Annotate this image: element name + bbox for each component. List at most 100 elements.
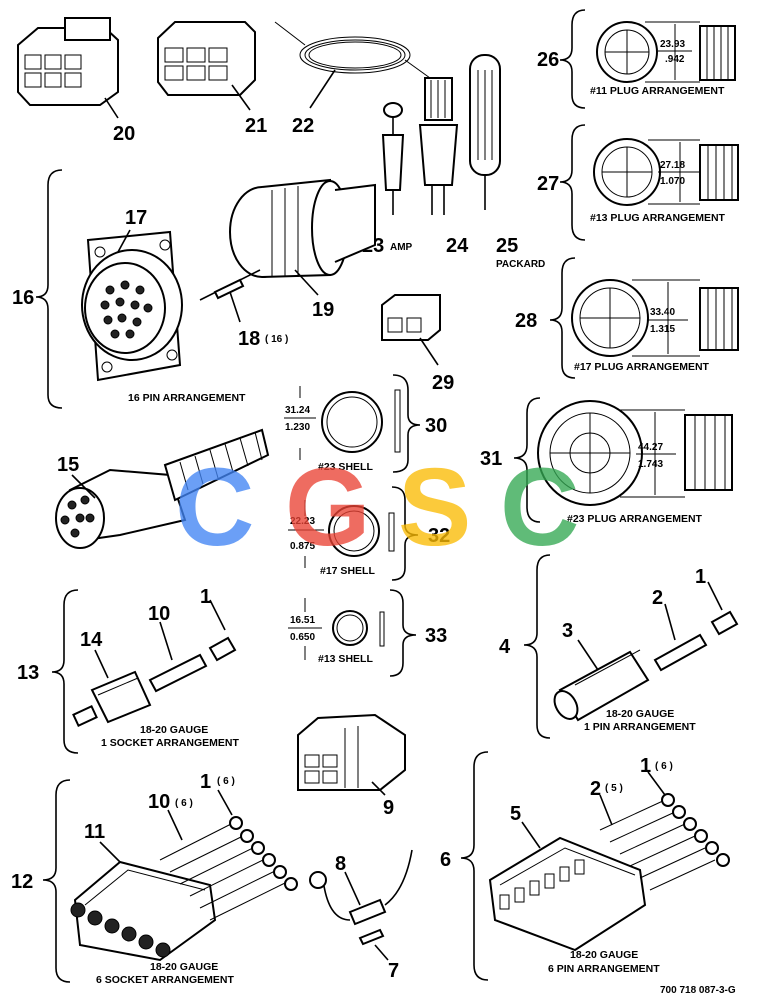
callout-2: 2 — [652, 587, 663, 609]
callout-28: 28 — [515, 310, 537, 332]
callout-19: 19 — [312, 299, 334, 321]
label-packard: PACKARD — [496, 259, 545, 270]
terminal-10 — [148, 621, 208, 693]
dim-26-mm: 23.93 — [660, 39, 685, 50]
label-4-gauge: 18-20 GAUGE — [606, 708, 674, 720]
dim-32-in: 0.875 — [290, 541, 315, 552]
callout-31: 31 — [480, 448, 502, 470]
plug-26 — [596, 21, 736, 83]
connector-21 — [157, 21, 256, 111]
qty-2b: ( 5 ) — [605, 783, 623, 794]
callout-7: 7 — [388, 960, 399, 982]
callout-21: 21 — [245, 115, 267, 137]
wire-coil-22 — [274, 21, 431, 109]
terminals-10b — [159, 809, 286, 921]
dim-27-mm: 27.18 — [660, 160, 685, 171]
label-6-gauge: 18-20 GAUGE — [570, 949, 638, 961]
qty-10b: ( 6 ) — [175, 798, 193, 809]
label-plug-17: #17 PLUG ARRANGEMENT — [574, 361, 710, 373]
callout-26: 26 — [537, 49, 559, 71]
label-shell-23: #23 SHELL — [318, 461, 373, 473]
label-12-gauge: 18-20 GAUGE — [150, 961, 218, 973]
pin-housing-3 — [553, 639, 650, 722]
tool-24 — [418, 77, 459, 215]
label-plug-11: #11 PLUG ARRANGEMENT — [590, 85, 725, 97]
shell-33 — [332, 610, 368, 646]
shell-33-side — [379, 611, 385, 647]
lead-8 — [309, 849, 413, 926]
label-4-arr: 1 PIN ARRANGEMENT — [584, 721, 696, 733]
socket-housing-11 — [70, 841, 217, 962]
callout-25: 25 — [496, 235, 518, 257]
callout-33: 33 — [425, 625, 447, 647]
bracket-12 — [42, 779, 71, 983]
dim-32-mm: 22.23 — [290, 516, 315, 527]
bracket-27 — [559, 124, 586, 241]
qty-1c: ( 6 ) — [217, 776, 235, 787]
plug-shell-19 — [229, 178, 376, 296]
bracket-30 — [392, 374, 421, 473]
dim-26-in: .942 — [665, 54, 685, 65]
bracket-26 — [559, 9, 586, 109]
label-shell-17: #17 SHELL — [320, 565, 375, 577]
watermark-letter-c2: C — [500, 446, 579, 569]
dim-31-mm: 44.27 — [638, 442, 663, 453]
connector-29 — [381, 294, 441, 366]
seal-1b — [707, 581, 739, 636]
dim-33-in: 0.650 — [290, 632, 315, 643]
plug-31 — [537, 400, 733, 506]
watermark-letter-s: S — [398, 446, 471, 569]
callout-32: 32 — [428, 525, 450, 547]
bracket-4 — [523, 554, 551, 739]
callout-3: 3 — [562, 620, 573, 642]
pins-2b — [599, 794, 716, 891]
dim-31-in: 1.743 — [638, 459, 663, 470]
callout-17: 17 — [125, 207, 147, 229]
plug-28 — [571, 279, 739, 357]
dim-30-in: 1.230 — [285, 422, 310, 433]
pin-7 — [358, 928, 389, 961]
callout-30: 30 — [425, 415, 447, 437]
bracket-6 — [460, 751, 489, 981]
label-6-arr: 6 PIN ARRANGEMENT — [548, 963, 660, 975]
watermark-letter-c1: C — [175, 446, 254, 569]
connector-20 — [17, 17, 119, 119]
callout-16: 16 — [12, 287, 34, 309]
callout-10: 10 — [148, 603, 170, 625]
callout-1b: 1 — [695, 566, 706, 588]
label-plug-23: #23 PLUG ARRANGEMENT — [567, 513, 703, 525]
receptacle-17 — [81, 229, 183, 382]
label-amp: AMP — [390, 242, 413, 253]
callout-10b: 10 — [148, 791, 170, 813]
callout-4: 4 — [499, 636, 511, 658]
callout-8: 8 — [335, 853, 346, 875]
callout-24: 24 — [446, 235, 469, 257]
label-16-pin: 16 PIN ARRANGEMENT — [128, 392, 246, 404]
dim-28-in: 1.315 — [650, 324, 675, 335]
pin-18 — [199, 269, 261, 323]
callout-13: 13 — [17, 662, 39, 684]
callout-22: 22 — [292, 115, 314, 137]
label-shell-13: #13 SHELL — [318, 653, 373, 665]
callout-6: 6 — [440, 849, 451, 871]
callout-15: 15 — [57, 454, 79, 476]
callout-11: 11 — [84, 821, 105, 843]
qty-1d: ( 6 ) — [655, 761, 673, 772]
seals-1d — [647, 771, 730, 867]
bracket-16 — [35, 169, 63, 409]
bracket-28 — [549, 257, 576, 379]
pin-housing-5 — [488, 821, 647, 952]
shell-30 — [321, 391, 383, 453]
label-13-gauge: 18-20 GAUGE — [140, 724, 208, 736]
watermark-letter-g: G — [285, 446, 371, 569]
seals-1c — [217, 789, 298, 891]
label-12-arr: 6 SOCKET ARRANGEMENT — [96, 974, 234, 986]
callout-29: 29 — [432, 372, 454, 394]
callout-2b: 2 — [590, 778, 601, 800]
tool-23 — [381, 102, 405, 215]
callout-27: 27 — [537, 173, 559, 195]
shell-32 — [328, 505, 380, 557]
pin-2 — [653, 603, 708, 672]
